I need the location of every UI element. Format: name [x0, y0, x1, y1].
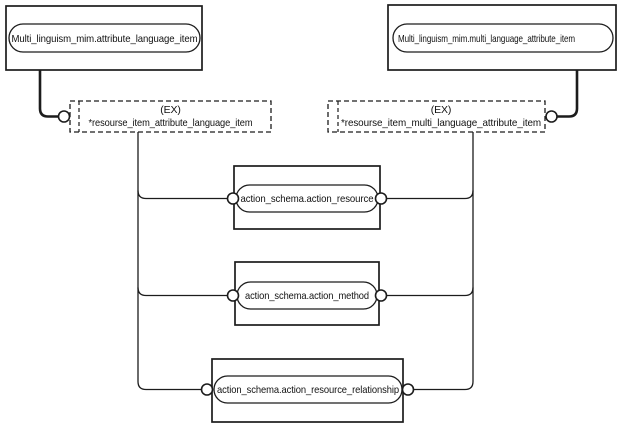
reference-label: *resourse_item_multi_language_attribute_… [341, 117, 541, 129]
entity-action-resource: action_schema.action_resource [233, 165, 381, 230]
connector-left-branch-row1 [137, 190, 228, 200]
reference-tag: (EX) [431, 104, 452, 116]
junction-circles [57, 110, 558, 396]
reference-label: *resourse_item_attribute_language_item [89, 117, 253, 129]
reference-resourse-item-attribute-language-item: (EX) *resourse_item_attribute_language_i… [69, 100, 272, 133]
entity-label: Multi_linguism_mim.multi_language_attrib… [398, 33, 575, 45]
junction-circle-row2-left [226, 289, 240, 302]
junction-circle-row2-right [374, 289, 388, 302]
junction-circle-right-reference [545, 110, 558, 123]
junction-circle-row1-right [374, 192, 388, 205]
reference-dashed-box [69, 100, 272, 133]
reference-resourse-item-multi-language-attribute-item: (EX) *resourse_item_multi_language_attri… [327, 100, 546, 133]
connector-left-branch-row2 [137, 287, 228, 297]
reference-tag: (EX) [160, 104, 181, 116]
connector-wires [38, 70, 579, 391]
entity-action-method: action_schema.action_method [234, 261, 380, 326]
reference-dashed-box [327, 100, 546, 133]
entity-label: action_schema.action_method [245, 290, 369, 302]
entity-stadium [8, 23, 201, 53]
connector-right-branch-row1 [386, 190, 474, 200]
connector-top-left-drop [38, 70, 59, 118]
connector-right-branch-row2 [386, 287, 474, 297]
entity-attribute-language-item: Multi_linguism_mim.attribute_language_it… [5, 5, 203, 71]
connector-left-trunk [137, 132, 202, 391]
junction-circle-row3-right [401, 383, 415, 396]
entity-label: action_schema.action_resource [241, 193, 374, 205]
junction-circle-row3-left [200, 383, 214, 396]
entity-label: action_schema.action_resource_relationsh… [217, 384, 399, 396]
junction-circle-left-reference [57, 110, 71, 123]
junction-circle-row1-left [226, 192, 240, 205]
entity-stadium [392, 23, 614, 53]
entity-multi-language-attribute-item: Multi_linguism_mim.multi_language_attrib… [387, 4, 617, 71]
entity-label: Multi_linguism_mim.attribute_language_it… [12, 33, 198, 45]
entity-action-resource-relationship: action_schema.action_resource_relationsh… [211, 358, 404, 423]
connector-right-trunk [413, 132, 474, 391]
connector-top-right-drop [557, 70, 579, 118]
